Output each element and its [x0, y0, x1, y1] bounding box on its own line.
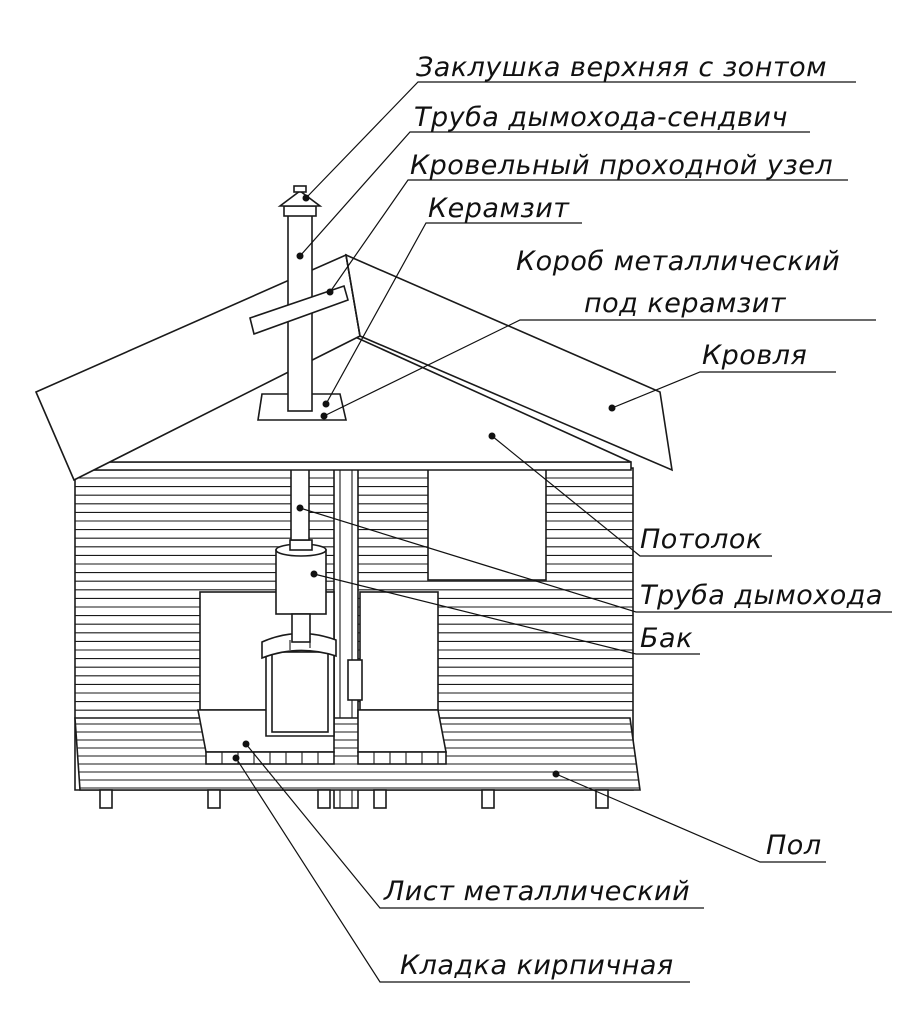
label-tank: Бак	[640, 623, 693, 654]
label-metal-box-2: под керамзит	[584, 288, 787, 319]
label-chimney-pipe: Труба дымохода	[640, 580, 883, 611]
label-floor: Пол	[766, 830, 822, 861]
label-top-cap: Заклушка верхняя с зонтом	[416, 52, 827, 83]
water-tank	[275, 539, 327, 643]
chimney-pipe-inner	[290, 467, 310, 541]
label-metal-sheet: Лист металлический	[383, 876, 690, 907]
label-roof-passage: Кровельный проходной узел	[410, 150, 833, 181]
label-brickwork: Кладка кирпичная	[400, 950, 674, 981]
stove	[261, 632, 363, 737]
label-metal-box-1: Короб металлический	[516, 246, 840, 277]
leader-lines	[232, 81, 892, 983]
label-ceiling: Потолок	[640, 524, 763, 555]
roof	[34, 253, 674, 482]
label-keramzit: Керамзит	[428, 193, 570, 224]
label-roof: Кровля	[702, 340, 807, 371]
labels: Заклушка верхняя с зонтом Труба дымохода…	[383, 52, 883, 981]
brick-base	[205, 751, 447, 765]
label-sandwich-pipe: Труба дымохода-сендвич	[414, 102, 788, 133]
window	[427, 467, 547, 581]
